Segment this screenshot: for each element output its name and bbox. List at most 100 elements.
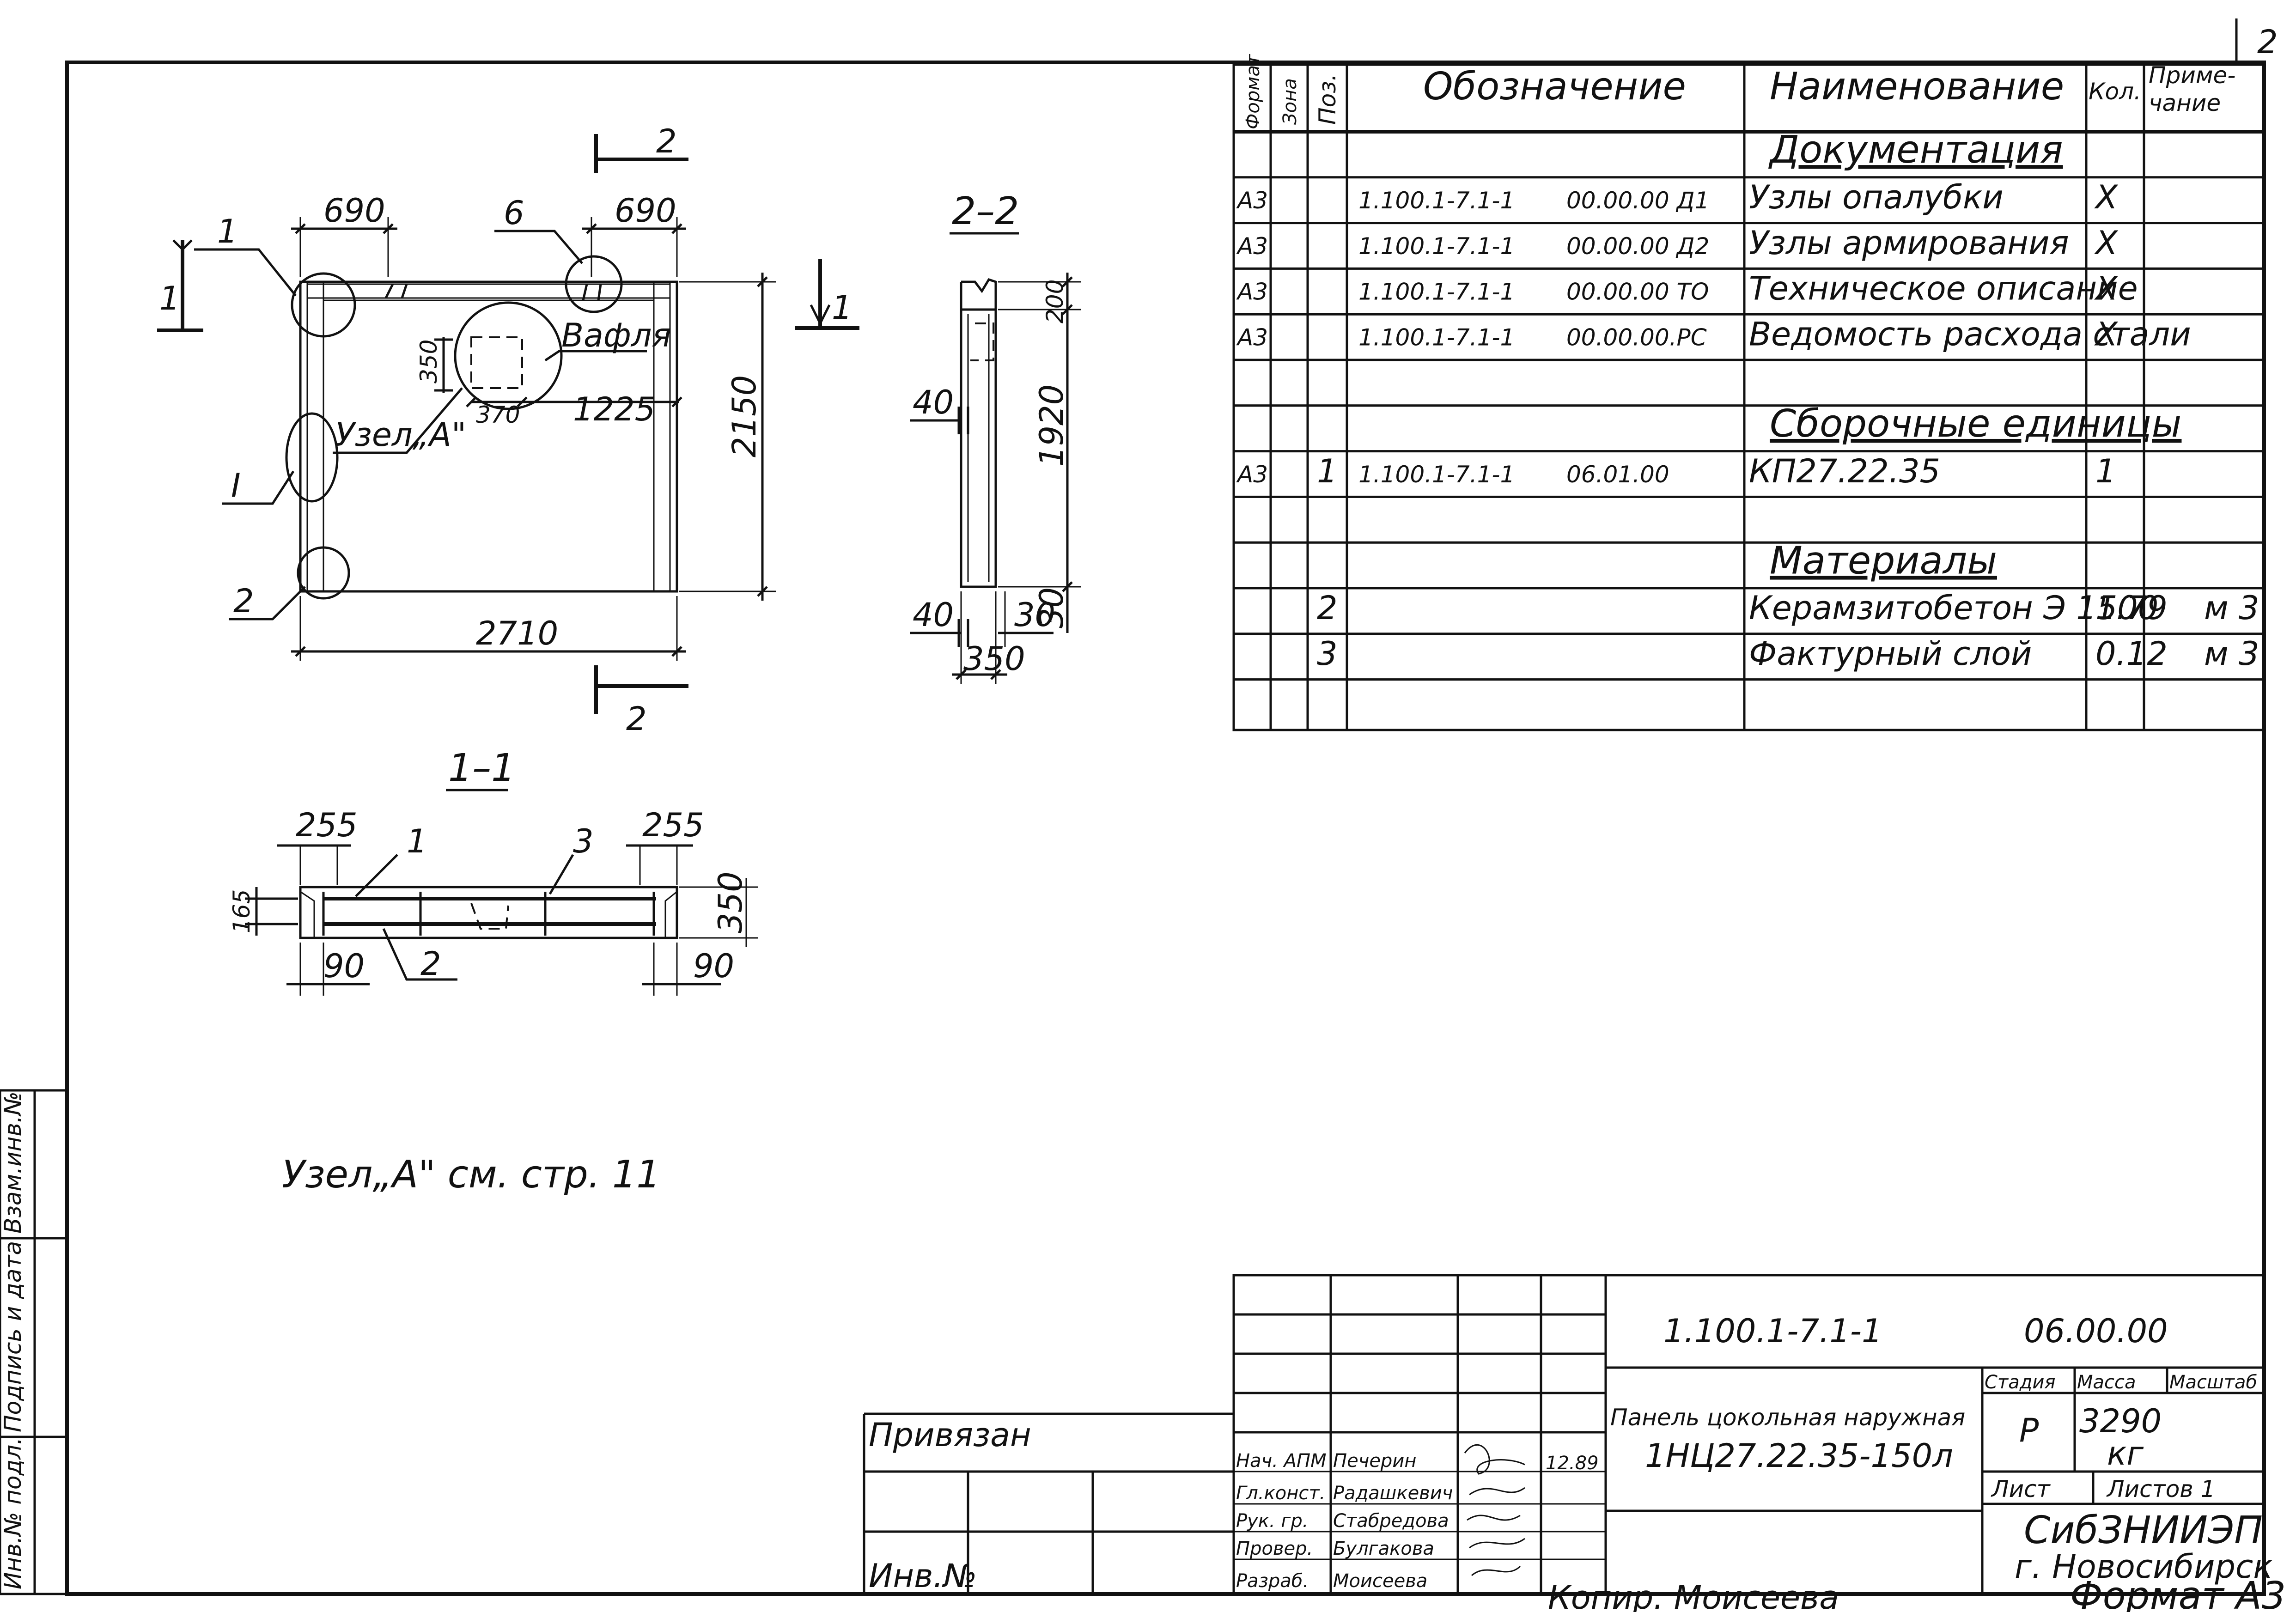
- spec-pos-cell: 1: [1317, 452, 1338, 490]
- dim-30-b: 30: [1033, 587, 1071, 628]
- dim-690-left: 690: [323, 192, 385, 230]
- plan-leader-I: I: [231, 467, 241, 505]
- sheet-label: Лист: [1991, 1476, 2051, 1503]
- dim-255-right: 255: [642, 806, 704, 844]
- spec-code-cell: 1.100.1-7.1-1: [1358, 324, 1515, 351]
- title-name-line1: Панель цокольная наружная: [1610, 1404, 1965, 1431]
- dim-1225: 1225: [573, 390, 655, 428]
- spec-name-cell: Техническое описание: [1749, 270, 2138, 308]
- left-margin-strip: Инв.№ подл. Подпись и дата Взам.инв.№: [0, 1089, 68, 1595]
- signature-mark-4: [1469, 1538, 1525, 1549]
- section-2-2: 2–2 200 1920 40 40 30 30 350: [910, 189, 1081, 684]
- margin-replaced-inv: Взам.инв.№: [0, 1091, 26, 1234]
- staff-row: Рук. гр. Стабредова: [1236, 1510, 1449, 1532]
- header-note-line-2: чание: [2149, 90, 2221, 116]
- node-circle-2: [297, 546, 350, 600]
- header-zone: Зона: [1279, 78, 1301, 125]
- sheet-frame: 2: [65, 18, 2278, 1596]
- spec-qty-cell: X: [2094, 270, 2119, 308]
- spec-format-cell: А3: [1236, 279, 1268, 305]
- scale-label: Масштаб: [2169, 1372, 2257, 1393]
- node-circle-waffle: [454, 301, 563, 410]
- dim-40-top: 40: [913, 383, 954, 421]
- section-1-1-title: 1–1: [448, 746, 515, 790]
- margin-signature-date: Подпись и дата: [0, 1241, 26, 1432]
- plan-leader-6: 6: [504, 194, 524, 232]
- spec-name-cell: Керамзитобетон Э 1500: [1749, 589, 2158, 627]
- uzel-a-reference-note: Узел„А" см. стр. 11: [282, 1153, 660, 1197]
- stage-label: Стадия: [1985, 1372, 2055, 1393]
- plan-section-2-bottom: 2: [626, 700, 647, 738]
- org-name: СибЗНИИЭП: [2024, 1509, 2263, 1552]
- dim-370: 370: [476, 401, 520, 428]
- spec-subcode-cell: 06.01.00: [1566, 461, 1669, 488]
- dim-2150: 2150: [725, 375, 763, 457]
- spec-qty-cell: 0.12: [2095, 635, 2168, 673]
- header-designation: Обозначение: [1423, 65, 1686, 109]
- header-format: Формат: [1242, 54, 1264, 129]
- spec-row: Материалы: [1770, 539, 1997, 583]
- section-2-2-title: 2–2: [952, 189, 1019, 233]
- signature-mark-2: [1469, 1487, 1525, 1496]
- spec-note-cell: м 3: [2204, 635, 2259, 673]
- spec-name-cell: Документация: [1768, 128, 2063, 172]
- spec-pos-cell: 2: [1317, 589, 1338, 627]
- mass-value: 3290: [2079, 1402, 2162, 1440]
- dim-350: 350: [415, 340, 442, 383]
- staff-role: Нач. АПМ: [1236, 1450, 1327, 1472]
- staff-role: Провер.: [1236, 1538, 1313, 1559]
- spec-qty-cell: X: [2094, 178, 2119, 216]
- plan-leader-2: 2: [233, 582, 254, 620]
- dim-90-left: 90: [323, 947, 365, 985]
- privyazan-block: Привязан Инв.№: [863, 1412, 1234, 1595]
- staff-row: Провер. Булгакова: [1236, 1538, 1434, 1559]
- spec-code-cell: 1.100.1-7.1-1: [1358, 187, 1515, 214]
- spec-note-cell: м 3: [2204, 589, 2259, 627]
- signature-mark-5: [1471, 1565, 1521, 1576]
- spec-row: Сборочные единицы: [1770, 402, 2181, 446]
- staff-name: Булгакова: [1333, 1538, 1434, 1559]
- header-name: Наименование: [1770, 65, 2064, 109]
- section-2-2-body: [960, 308, 997, 588]
- signature-mark-1: [1464, 1444, 1525, 1475]
- section-1-1: 1–1 255 255 165 350 90 90 1 3 2: [228, 746, 758, 996]
- vafla-label: Вафля: [561, 316, 671, 354]
- spec-subcode-cell: 00.00.00.РС: [1566, 324, 1707, 351]
- dim-1920: 1920: [1033, 384, 1071, 467]
- spec-name-cell: Фактурный слой: [1749, 635, 2032, 673]
- dim-690-right: 690: [615, 192, 676, 230]
- dim-255-left: 255: [296, 806, 358, 844]
- dim-30-a: 30: [1014, 596, 1055, 634]
- plan-section-2-top: 2: [656, 122, 677, 160]
- spec-name-cell: Ведомость расхода стали: [1749, 315, 2191, 353]
- spec-format-cell: А3: [1236, 187, 1268, 214]
- spec-name-cell: КП27.22.35: [1749, 452, 1940, 490]
- dim-200: 200: [1041, 280, 1068, 323]
- dim-2710: 2710: [476, 614, 558, 652]
- header-pos: Поз.: [1314, 73, 1341, 125]
- title-date: 12.89: [1546, 1453, 1599, 1474]
- node-circle-6: [565, 255, 623, 313]
- staff-role: Рук. гр.: [1236, 1510, 1309, 1532]
- spec-format-cell: А3: [1236, 461, 1268, 488]
- header-note-line-1: Приме-: [2149, 62, 2235, 89]
- dim-90-right: 90: [693, 947, 734, 985]
- title-doc-code: 1.100.1-7.1-1: [1663, 1312, 1882, 1350]
- spec-code-cell: 1.100.1-7.1-1: [1358, 233, 1515, 260]
- sheets-count: Листов 1: [2106, 1476, 2215, 1503]
- section-1-1-dim-350: 350: [712, 871, 749, 933]
- section-1-1-body: [299, 886, 678, 939]
- staff-role: Гл.конст.: [1236, 1483, 1325, 1504]
- spec-qty-cell: X: [2094, 224, 2119, 262]
- specification-table: Формат Зона Поз. Обозначение Наименовани…: [1232, 54, 2266, 731]
- title-name-line2: 1НЦ27.22.35-150л: [1645, 1437, 1953, 1475]
- mass-unit: кг: [2107, 1435, 2144, 1472]
- spec-name-cell: Узлы армирования: [1749, 224, 2069, 262]
- staff-name: Стабредова: [1333, 1510, 1449, 1532]
